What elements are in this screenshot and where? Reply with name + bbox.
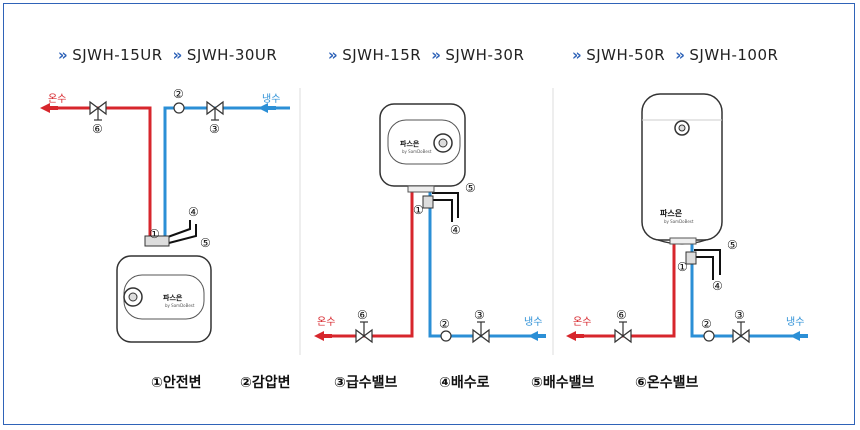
legend-item-safety-valve: ①안전변 [151,375,202,391]
model-name: SJWH-15R [342,46,422,64]
legend-item-hot-water-valve: ⑥온수밸브 [635,375,699,391]
hot-water-pipe [320,188,414,338]
callout-1: ① [149,227,160,241]
callout-5: ⑤ [200,236,211,250]
drain-line [164,220,191,239]
cold-arrow-icon [528,331,546,341]
legend-item-drain-valve: ⑤배수밸브 [531,375,595,391]
callout-3: ③ [734,308,745,322]
safety-valve-icon [685,251,697,265]
panel-2-title: »SJWH-15R»SJWH-30R [328,46,534,64]
cold-arrow-icon [258,103,276,113]
callout-6: ⑥ [357,308,368,322]
cold-arrow-icon [790,331,808,341]
hot-label: 온수 [573,316,591,328]
chevron-icon: » [172,46,183,64]
model-name: SJWH-50R [586,46,666,64]
legend-item-supply-valve: ③급수밸브 [334,375,398,391]
callout-4: ④ [712,279,723,293]
brand-logo: 파스은 [163,293,183,302]
panel-1-piping: 온수 냉수 ⑥ ② ③ ④ ⑤ ① 파 [40,87,290,343]
callout-5: ⑤ [465,181,476,195]
brand-sub: by SamDoBest [402,149,432,154]
legend-item-drain: ④배수로 [439,375,490,391]
callout-4: ④ [188,205,199,219]
callout-2: ② [173,87,184,101]
hot-water-pipe [570,244,676,338]
cold-water-pipe [163,106,290,236]
legend-item-reducing-valve: ②감압변 [240,375,291,391]
reducing-valve-icon [703,330,715,342]
model-name: SJWH-30UR [186,46,278,64]
model-name: SJWH-30R [445,46,525,64]
reducing-valve-icon [440,330,452,342]
callout-1: ① [413,203,424,217]
panel-3-title: »SJWH-50R»SJWH-100R [572,46,788,64]
chevron-icon: » [328,46,339,64]
drain-line [694,249,721,275]
cold-label: 냉수 [262,93,280,105]
brand-logo: 파스은 [660,208,683,218]
safety-valve-icon [144,235,170,247]
panel-2-piping: 온수 냉수 ⑥ ② ③ ① ④ ⑤ 파스은 by SamDoBest [314,103,546,344]
callout-2: ② [701,317,712,331]
callout-5: ⑤ [727,238,738,252]
cold-label: 냉수 [786,316,804,328]
panel-1-title: »SJWH-15UR»SJWH-30UR [58,46,287,64]
callout-4: ④ [450,223,461,237]
drain-line [432,192,459,218]
hot-arrow-icon [314,331,332,341]
outer-frame [3,3,855,425]
callout-2: ② [439,317,450,331]
brand-logo: 파스은 [400,139,420,148]
cold-label: 냉수 [524,316,542,328]
cold-water-pipe [428,188,543,338]
hot-arrow-icon [40,103,58,113]
callout-3: ③ [474,308,485,322]
hot-label: 온수 [317,316,335,328]
hot-arrow-icon [566,331,584,341]
model-name: SJWH-15UR [72,46,163,64]
reducing-valve-icon [173,102,185,114]
chevron-icon: » [58,46,69,64]
cold-water-pipe [690,244,805,338]
brand-sub: by SamDoBest [165,303,195,308]
model-name: SJWH-100R [689,46,779,64]
panel-3-piping: 온수 냉수 ⑥ ② ③ ① ④ ⑤ 파스은 by SamDoBest [566,93,808,344]
chevron-icon: » [572,46,583,64]
chevron-icon: » [675,46,686,64]
safety-valve-icon [422,195,434,209]
callout-3: ③ [209,122,220,136]
legend: ①안전변 ②감압변 ③급수밸브 ④배수로 ⑤배수밸브 ⑥온수밸브 [0,372,860,396]
brand-sub: by SamDoBest [664,219,694,224]
callout-1: ① [677,260,688,274]
callout-6: ⑥ [616,308,627,322]
hot-label: 온수 [48,93,66,105]
hot-water-pipe [52,106,152,246]
callout-6: ⑥ [92,122,103,136]
chevron-icon: » [431,46,442,64]
